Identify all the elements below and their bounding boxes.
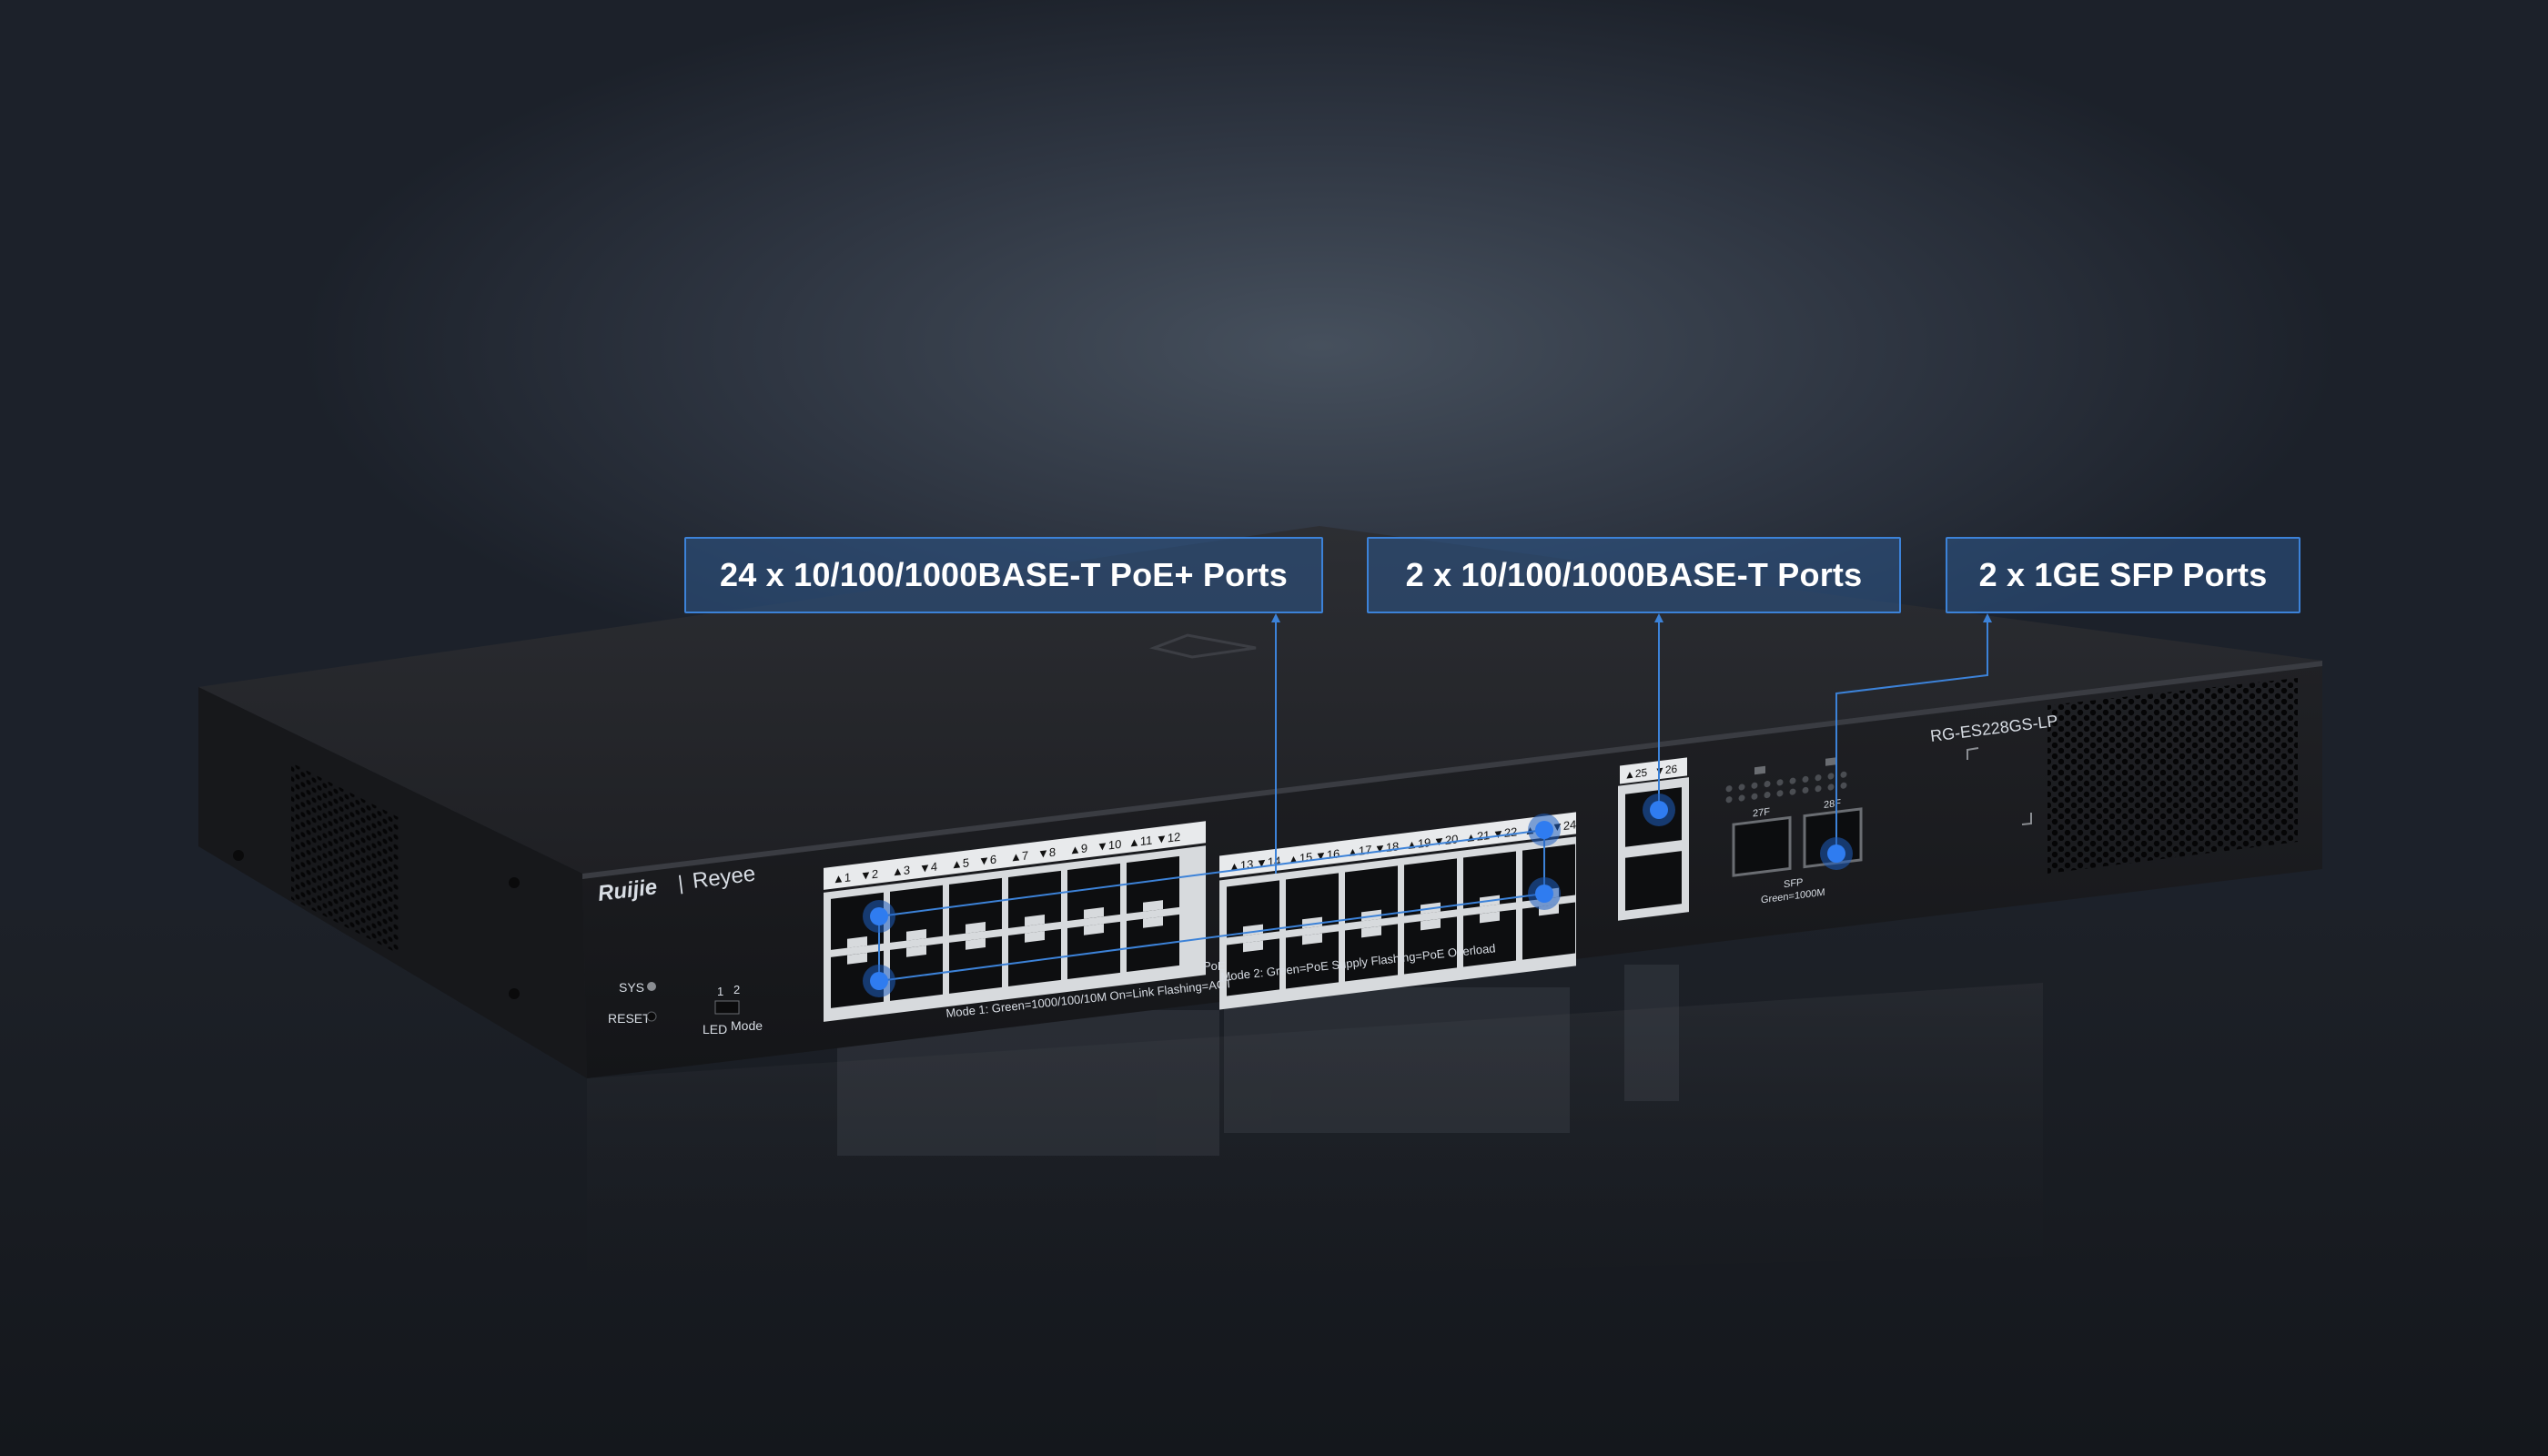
led-indicator <box>1789 777 1796 784</box>
port-number-label: ▲1 <box>833 870 851 885</box>
led-indicator <box>1725 785 1733 793</box>
port-number-label: ▼22 <box>1492 824 1517 841</box>
ethernet-port <box>1286 931 1339 989</box>
port-number-label: ▲7 <box>1010 848 1028 864</box>
sys-label: SYS <box>619 980 644 995</box>
uplink-label-25: ▲25 <box>1624 766 1648 782</box>
ethernet-port <box>1127 855 1179 914</box>
led-indicator <box>1840 771 1847 778</box>
port-number-label: ▼4 <box>919 860 937 875</box>
callout-sfp-ports: 2 x 1GE SFP Ports <box>1946 537 2300 613</box>
callout-uplink-ports: 2 x 10/100/1000BASE-T Ports <box>1367 537 1901 613</box>
poe-label: PoE <box>1203 959 1226 973</box>
port-label-strip-1 <box>824 821 1206 890</box>
ethernet-port <box>1067 863 1120 921</box>
led-indicator <box>1764 781 1771 788</box>
led-indicator <box>1802 786 1809 794</box>
port-number-label: ▼12 <box>1156 830 1180 846</box>
ethernet-port <box>890 885 943 943</box>
led-indicator <box>1827 784 1835 791</box>
led-indicator <box>1751 793 1758 800</box>
ethernet-port <box>890 943 943 1001</box>
ethernet-port <box>1008 928 1061 986</box>
port-group-2: ▲13▼14▲15▼16▲17▼18▲19▼20▲21▼22▲23▼24 <box>1219 812 1576 1010</box>
left-vent <box>291 763 399 955</box>
ethernet-port <box>1008 870 1061 928</box>
ethernet-port <box>1404 858 1457 916</box>
port-number-label: ▼2 <box>860 867 878 883</box>
sfp-led-27 <box>1754 765 1765 775</box>
ethernet-port <box>1227 880 1279 938</box>
port-number-label: ▼6 <box>978 853 996 868</box>
sfp-label-27: 27F <box>1753 806 1770 819</box>
ethernet-port <box>949 935 1002 994</box>
sfp-port-27 <box>1732 815 1792 877</box>
ethernet-port <box>1522 902 1575 960</box>
port-number-label: ▲5 <box>951 855 969 871</box>
sys-led <box>647 982 656 991</box>
led-indicator <box>1815 774 1822 782</box>
port-number-label: ▲11 <box>1128 834 1152 850</box>
led-indicator <box>1815 785 1822 793</box>
ethernet-port <box>1463 851 1516 909</box>
ethernet-port <box>1127 914 1179 972</box>
led-indicator <box>1764 792 1771 799</box>
mode-label: Mode <box>731 1018 763 1033</box>
led-label: LED <box>703 1022 727 1036</box>
sfp-label-28: 28F <box>1824 798 1841 811</box>
led-mode-switch <box>714 1000 740 1015</box>
ethernet-port <box>1345 865 1398 924</box>
floor-reflection <box>587 983 2043 1292</box>
port-number-label: ▼20 <box>1433 832 1458 848</box>
ethernet-port <box>949 877 1002 935</box>
callout-arrowheads <box>1271 613 1992 622</box>
sfp-led-28 <box>1825 757 1836 766</box>
led-indicator <box>1802 775 1809 783</box>
led-indicator <box>1751 782 1758 789</box>
port-reflection <box>837 965 1679 1156</box>
mode-2-label: 2 <box>733 983 740 996</box>
top-arrow-emboss <box>1148 633 1257 659</box>
led-indicator <box>1776 790 1784 797</box>
reset-button <box>646 1011 657 1022</box>
port-number-label: ▲21 <box>1465 828 1490 844</box>
port-number-label: ▼10 <box>1097 837 1121 854</box>
ethernet-port <box>1463 909 1516 967</box>
port-number-label: ▲3 <box>892 863 910 878</box>
reset-label: RESET <box>608 1011 651 1026</box>
port-number-label: ▲9 <box>1069 841 1087 856</box>
led-indicator <box>1776 779 1784 786</box>
callout-poe-ports: 24 x 10/100/1000BASE-T PoE+ Ports <box>684 537 1323 613</box>
led-indicator <box>1738 784 1745 791</box>
brand-separator: | <box>677 871 685 895</box>
ethernet-port <box>1227 938 1279 996</box>
led-indicator <box>1725 796 1733 804</box>
ethernet-port <box>1067 921 1120 979</box>
ethernet-port <box>1345 924 1398 982</box>
sfp-text: SFP <box>1784 877 1803 891</box>
front-vent <box>2048 678 2298 874</box>
led-indicator <box>1789 788 1796 795</box>
uplink-label-26: ▼26 <box>1654 763 1678 778</box>
ethernet-port <box>1286 873 1339 931</box>
uplink-ports: ▲25 ▼26 <box>1618 757 1689 921</box>
port-markers <box>863 794 1853 997</box>
port-number-label: ▼8 <box>1037 845 1056 861</box>
led-indicator <box>1827 773 1835 780</box>
led-indicator <box>1738 794 1745 802</box>
port-26 <box>1625 851 1682 911</box>
mode-1-label: 1 <box>717 985 723 998</box>
ethernet-port <box>1404 916 1457 975</box>
led-indicator <box>1840 782 1847 789</box>
